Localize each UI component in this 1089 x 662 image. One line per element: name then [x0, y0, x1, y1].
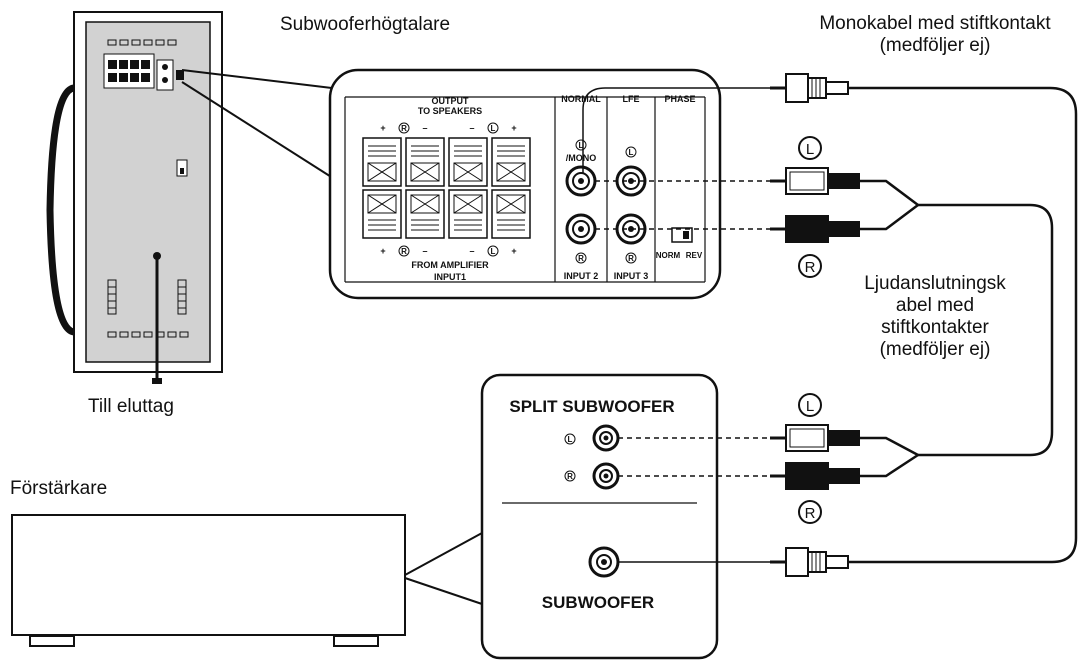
right-mark-bottom-badge: R — [398, 245, 410, 257]
top-vents — [107, 39, 177, 46]
subwoofer-out-label: SUBWOOFER — [542, 593, 654, 612]
svg-text:R: R — [805, 259, 816, 276]
split-right-jack — [592, 462, 620, 490]
right-mark-top-badge: R — [398, 122, 410, 134]
audio-cable-label-line4: (medföljer ej) — [880, 339, 991, 360]
amplifier-rear-panel: SPLIT SUBWOOFER L R SUBWOOFER — [480, 373, 719, 660]
callout-line-bottom — [181, 81, 337, 181]
svg-text:R: R — [567, 472, 573, 481]
from-amplifier-label: FROM AMPLIFIER — [411, 260, 489, 270]
polarity-minus-bottom-left: – — [422, 246, 427, 256]
svg-text:R: R — [578, 254, 584, 263]
audio-cable-label-line2: abel med — [896, 295, 974, 316]
subwoofer-speaker-label: Subwooferhögtalare — [280, 14, 450, 35]
power-cord — [152, 252, 162, 384]
amplifier-label: Förstärkare — [10, 478, 107, 499]
terminal-block-thumbnail — [103, 53, 184, 91]
stereo-plug-left-top — [770, 167, 860, 195]
stereo-plug-right-bottom — [770, 462, 860, 490]
polarity-minus-top-left: – — [422, 123, 427, 133]
subwoofer-cabinet — [46, 11, 223, 384]
input3-left-mark: L — [625, 146, 637, 158]
svg-text:L: L — [568, 435, 573, 444]
left-mark-bottom-badge: L — [487, 245, 499, 257]
svg-text:L: L — [806, 141, 814, 158]
amp-callout-bottom — [404, 577, 483, 605]
input2-right-jack — [565, 213, 597, 245]
input2-left-mark: L — [575, 139, 587, 151]
svg-text:R: R — [401, 247, 407, 256]
mono-cable-label-line1: Monokabel med stiftkontakt — [819, 13, 1051, 34]
input3-right-mark: R — [625, 252, 637, 264]
mono-plug-top — [770, 73, 849, 103]
mono-plug-bottom — [770, 547, 849, 577]
stereo-plug-left-bottom — [770, 424, 860, 452]
plug-left-badge-bottom: L — [798, 393, 822, 417]
audio-cable-label-line3: stiftkontakter — [881, 317, 989, 338]
output-label-line1: OUTPUT — [432, 96, 470, 106]
input3-label: INPUT 3 — [614, 271, 649, 281]
subwoofer-out-jack — [588, 546, 620, 578]
normal-label: NORMAL — [561, 94, 601, 104]
audio-cable-label-line1: Ljudanslutningsk — [864, 273, 1006, 294]
svg-text:R: R — [628, 254, 634, 263]
svg-text:L: L — [629, 148, 634, 157]
polarity-plus-top-left: + — [380, 123, 385, 133]
polarity-minus-bottom-right: – — [469, 246, 474, 256]
svg-text:L: L — [491, 124, 496, 133]
split-subwoofer-label: SPLIT SUBWOOFER — [509, 397, 674, 416]
split-right-mark: R — [564, 470, 576, 482]
output-label-line2: TO SPEAKERS — [418, 106, 482, 116]
phase-switch — [671, 227, 693, 243]
svg-text:R: R — [401, 124, 407, 133]
left-mark-top-badge: L — [487, 122, 499, 134]
subwoofer-rear-panel: OUTPUT TO SPEAKERS + R – – L + — [328, 68, 722, 300]
polarity-plus-bottom-right: + — [511, 246, 516, 256]
input2-label: INPUT 2 — [564, 271, 599, 281]
amp-callout-top — [404, 532, 483, 576]
amplifier-body — [11, 514, 406, 647]
mono-label: /MONO — [566, 153, 597, 163]
polarity-plus-bottom-left: + — [380, 246, 385, 256]
split-left-jack — [592, 424, 620, 452]
polarity-plus-top-right: + — [511, 123, 516, 133]
plug-left-badge-top: L — [798, 136, 822, 160]
bottom-vents — [107, 331, 189, 338]
svg-text:L: L — [579, 141, 584, 150]
speaker-terminal-details — [367, 145, 526, 231]
phase-label: PHASE — [664, 94, 695, 104]
stereo-plug-right-top — [770, 215, 860, 243]
lfe-label: LFE — [623, 94, 640, 104]
input2-left-jack — [565, 165, 597, 197]
svg-text:R: R — [805, 505, 816, 522]
mono-cable-label-line2: (medföljer ej) — [880, 35, 991, 56]
polarity-minus-top-right: – — [469, 123, 474, 133]
rev-label: REV — [686, 251, 703, 260]
to-outlet-label: Till eluttag — [88, 396, 174, 417]
input1-label: INPUT1 — [434, 272, 466, 282]
svg-text:L: L — [491, 247, 496, 256]
svg-text:L: L — [806, 398, 814, 415]
side-vents — [107, 279, 187, 315]
cables — [582, 86, 1078, 564]
plug-right-badge-top: R — [798, 254, 822, 278]
plug-right-badge-bottom: R — [798, 500, 822, 524]
input2-right-mark: R — [575, 252, 587, 264]
norm-label: NORM — [656, 251, 681, 260]
split-left-mark: L — [564, 433, 576, 445]
